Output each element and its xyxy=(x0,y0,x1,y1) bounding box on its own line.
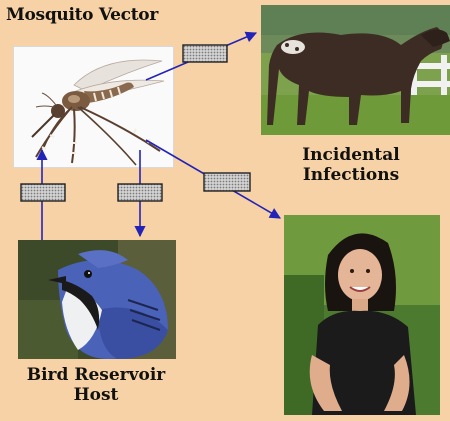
virus-particle-icon xyxy=(204,173,250,191)
virus-particle-icon xyxy=(21,184,65,201)
virus-particle-icon xyxy=(118,184,162,201)
virus-particle-icon xyxy=(183,45,227,62)
